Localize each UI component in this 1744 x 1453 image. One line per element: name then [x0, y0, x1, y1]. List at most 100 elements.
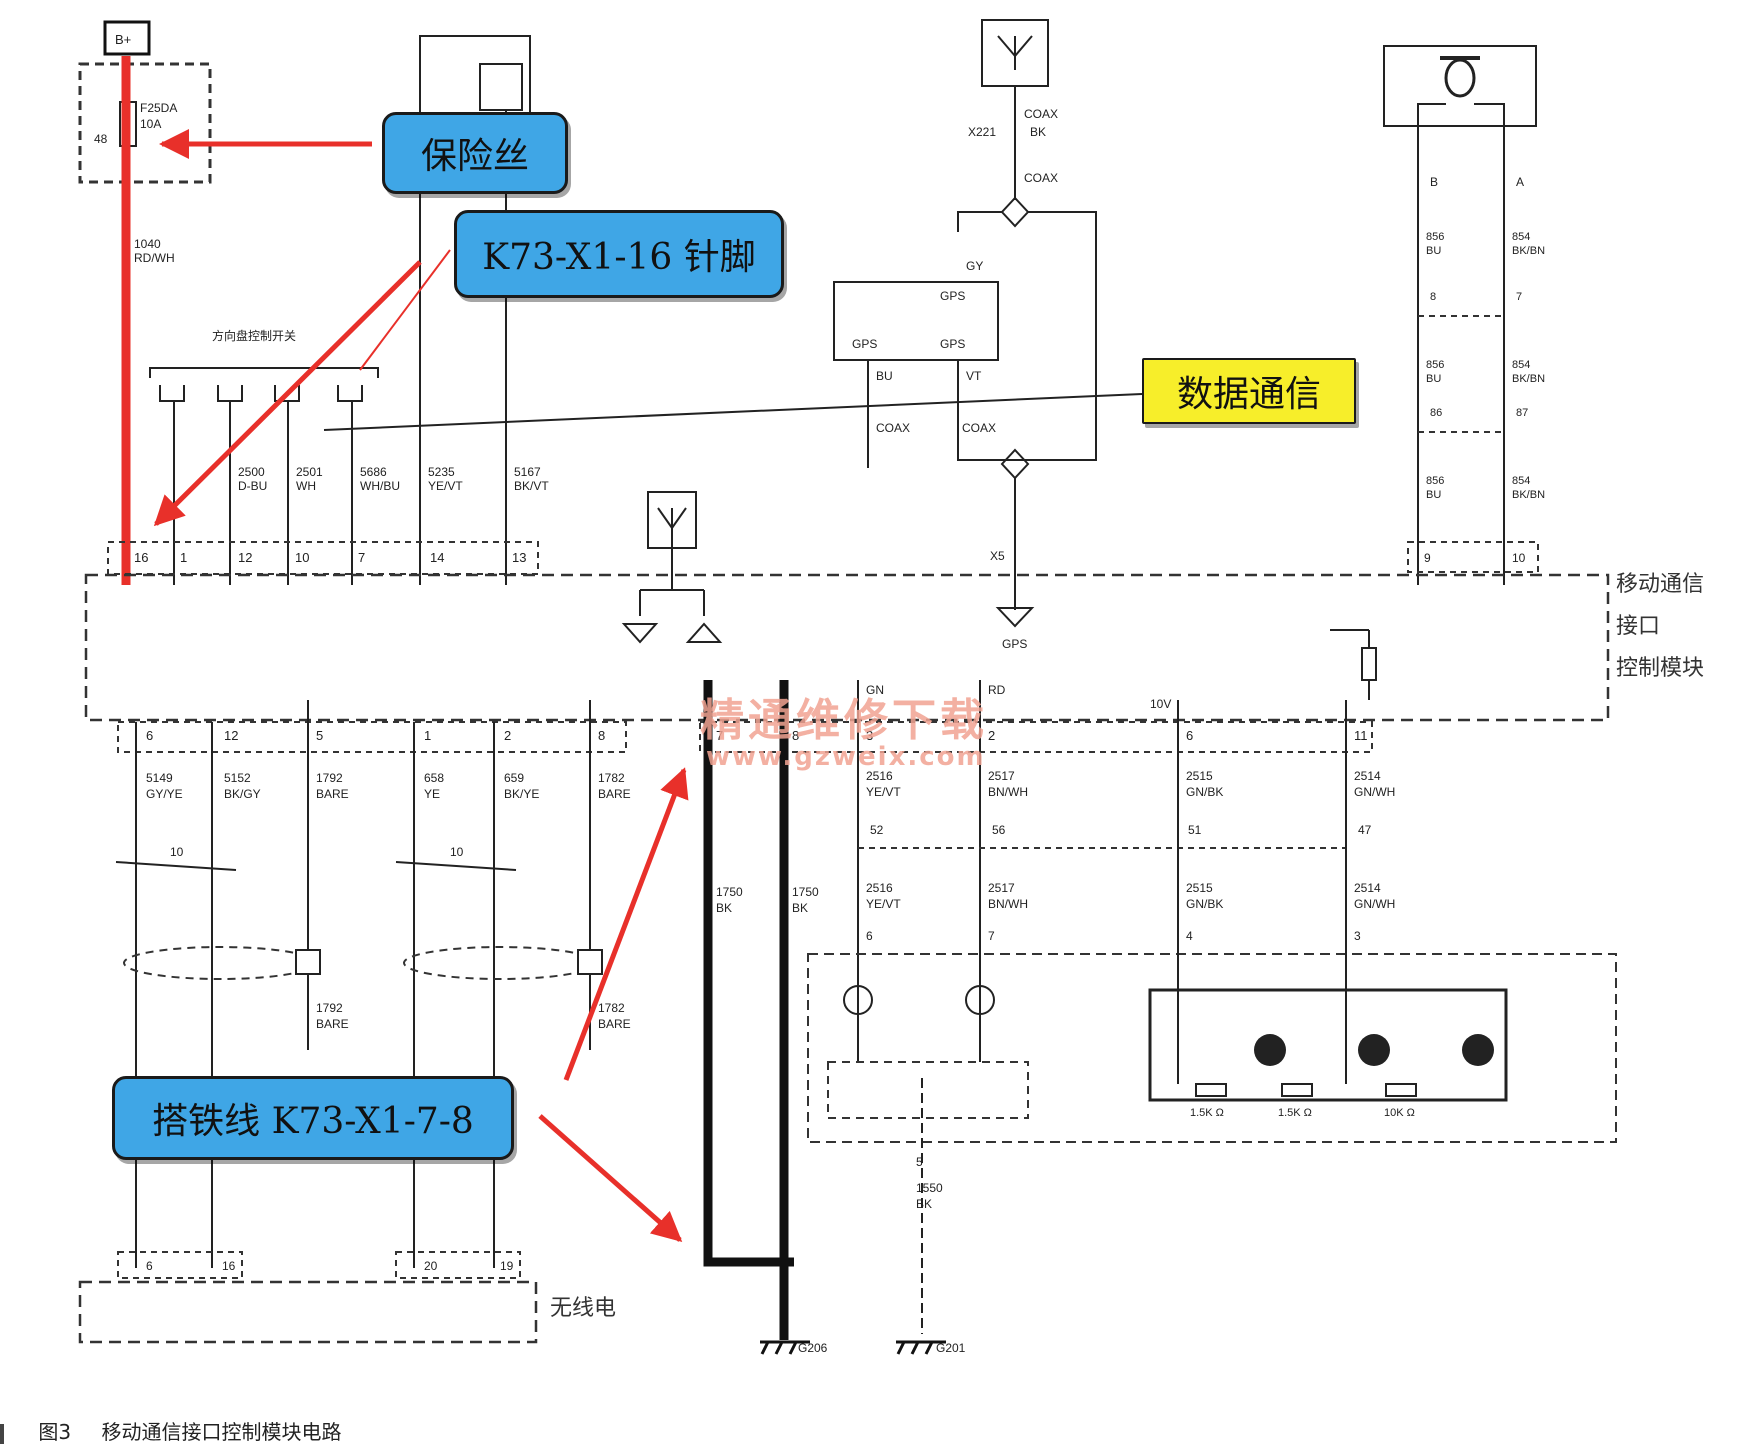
radio-pin-6: 6 — [146, 1259, 153, 1273]
svg-text:BK/GY: BK/GY — [224, 787, 261, 801]
ground-wire-1750-a — [703, 680, 794, 1267]
gps-coax-label-2: COAX — [1024, 171, 1058, 185]
gps-ground-icon — [995, 607, 1035, 628]
radio-outline — [78, 1280, 538, 1344]
svg-text:7: 7 — [358, 550, 365, 565]
led2-color: BN/WH — [988, 785, 1028, 799]
wire-5167-color: BK/VT — [514, 479, 549, 493]
svg-text:13: 13 — [512, 550, 526, 565]
circuit-diagram: B+ F25DA 10A 48 1040 RD/WH 方向盘控制开关 2500 … — [78, 19, 1617, 1355]
wire-1040-color: RD/WH — [134, 251, 175, 265]
mic-x210-86: 86 — [1430, 407, 1442, 419]
bottom-pin-labels: 6 12 5 1 2 8 — [146, 728, 605, 743]
antenna-icon — [997, 35, 1033, 70]
twist-marker-1 — [115, 861, 237, 871]
mic-854-num-2: 854 — [1512, 359, 1530, 371]
arrow-to-ground-2 — [538, 1114, 683, 1242]
svg-text:1: 1 — [424, 728, 431, 743]
gps-x3-bu: BU — [876, 369, 893, 383]
led-gn-tag: GN — [866, 683, 884, 697]
mic-854-num-3: 854 — [1512, 475, 1530, 487]
steering-controls-brace — [149, 367, 379, 378]
svg-text:14: 14 — [430, 550, 444, 565]
gps-port-label-2: GPS — [852, 337, 877, 351]
wire-2501-color: WH — [296, 479, 316, 493]
gps-splitter-bottom — [1000, 448, 1030, 480]
gps-lower-coax — [867, 232, 1097, 468]
resistor-2: 1.5K Ω — [1278, 1107, 1312, 1119]
red-arrows — [153, 129, 689, 1242]
svg-text:5152: 5152 — [224, 771, 251, 785]
btn2-color-b: GN/WH — [1354, 897, 1395, 911]
emergency-button-icon — [1254, 1034, 1286, 1066]
radio-label: 无线电 — [550, 1296, 617, 1321]
module-antenna-icon — [639, 491, 705, 616]
btn1-sw-pin: 4 — [1186, 929, 1193, 943]
callout-data-comm: 数据通信 — [1142, 358, 1356, 424]
svg-text:5149: 5149 — [146, 771, 173, 785]
gps-label: GPS — [1002, 637, 1027, 651]
mic-854-color-1: BK/BN — [1512, 245, 1545, 257]
gw1750-num-2: 1750 — [792, 885, 819, 899]
module-pullup-resistor — [1361, 647, 1377, 681]
mic-wire-856 — [1417, 103, 1446, 585]
mic-854-color-3: BK/BN — [1512, 489, 1545, 501]
wire-2500-num: 2500 — [238, 465, 265, 479]
fuse-rating: 10A — [140, 117, 161, 131]
svg-text:8: 8 — [598, 728, 605, 743]
onstar-button-icon — [1358, 1034, 1390, 1066]
mic-856-num-3: 856 — [1426, 475, 1444, 487]
svg-text:12: 12 — [224, 728, 238, 743]
steering-switch-connectors — [159, 385, 363, 402]
btn1-pin: 6 — [1186, 728, 1193, 743]
mic-wire-854 — [1474, 103, 1505, 585]
module-name: 移动通信 接口 控制模块 — [1616, 564, 1704, 690]
btn1-num: 2515 — [1186, 769, 1213, 783]
gps-branches-top — [957, 211, 1097, 232]
btn2-num-b: 2514 — [1354, 881, 1381, 895]
led1-num-b: 2516 — [866, 881, 893, 895]
wire-5235-num: 5235 — [428, 465, 455, 479]
mic-854-color-2: BK/BN — [1512, 373, 1545, 385]
gps-coax-color: BK — [1030, 125, 1046, 139]
gps-coax-label-4: COAX — [962, 421, 996, 435]
btn2-x210: 47 — [1358, 823, 1372, 837]
gps-x5: X5 — [990, 549, 1005, 563]
led2-num: 2517 — [988, 769, 1015, 783]
radio-pin-19: 19 — [500, 1259, 514, 1273]
wire-5167-num: 5167 — [514, 465, 541, 479]
x1-connector-bottom — [699, 721, 1373, 753]
watermark-line-2: www.gzweix.com — [706, 742, 986, 772]
gps-splitter-top — [1000, 196, 1030, 228]
mic-x2-connector — [1407, 541, 1539, 573]
shield-drain-1 — [295, 949, 321, 975]
mic-pin-a: A — [1516, 175, 1524, 189]
mic-pin-b: B — [1430, 175, 1438, 189]
svg-text:6: 6 — [146, 728, 153, 743]
gw1750-color-1: BK — [716, 901, 732, 915]
led2-pin: 2 — [988, 728, 995, 743]
led1-color: YE/VT — [866, 785, 901, 799]
radio-connector-x4 — [117, 1251, 243, 1279]
module-name-line-3: 控制模块 — [1616, 656, 1705, 681]
gps-coax-label-3: COAX — [876, 421, 910, 435]
twist-count-1: 10 — [170, 845, 184, 859]
gps-x1-gy: GY — [966, 259, 983, 273]
gw1550-pin: 5 — [916, 1155, 923, 1169]
mic-856-color-1: BU — [1426, 245, 1441, 257]
svg-text:BARE: BARE — [598, 787, 631, 801]
gw1750-color-2: BK — [792, 901, 808, 915]
gps-port-label-3: GPS — [940, 337, 965, 351]
battery-terminal — [103, 20, 151, 56]
wire-2501-num: 2501 — [296, 465, 323, 479]
btn1-color: GN/BK — [1186, 785, 1223, 799]
svg-text:GY/YE: GY/YE — [146, 787, 183, 801]
module-outline — [84, 573, 1610, 722]
radio-pin-16: 16 — [222, 1259, 236, 1273]
mic-x210-87: 87 — [1516, 407, 1528, 419]
figure-title: 移动通信接口控制模块电路 — [101, 1420, 342, 1444]
shield-ellipse-1 — [123, 946, 317, 980]
resistor-symbols — [1195, 1083, 1417, 1097]
data-comm-pointer — [323, 393, 1143, 431]
button-wires — [1177, 700, 1347, 1084]
